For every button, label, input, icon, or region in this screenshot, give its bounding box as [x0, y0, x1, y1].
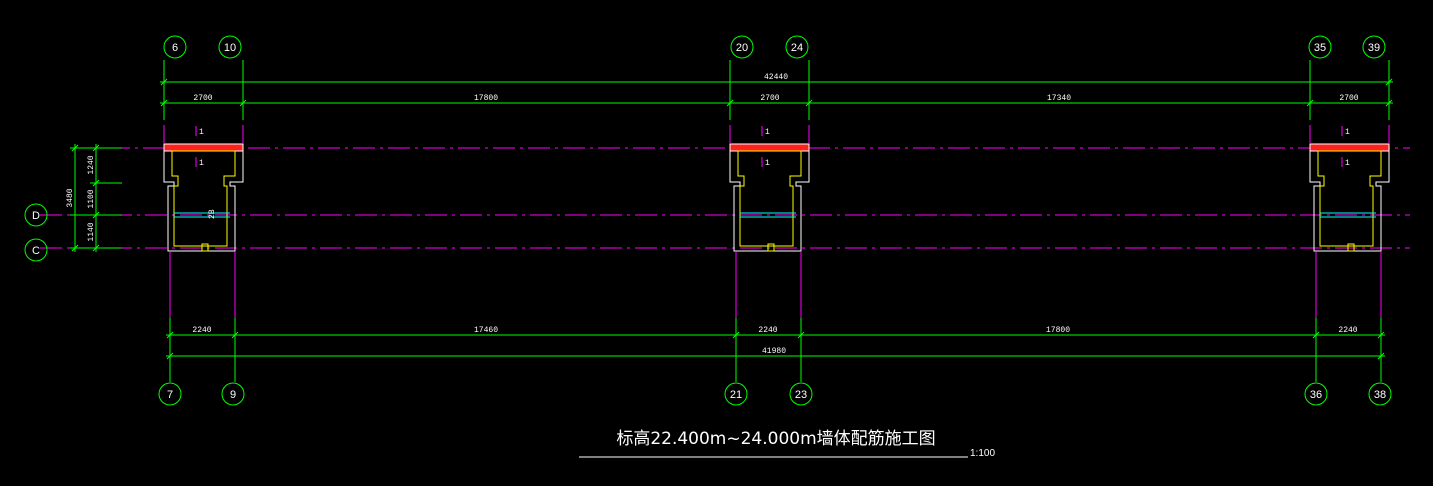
- axis-label: 7: [167, 389, 173, 401]
- left-dimension-texts: 3480 1240 1100 1140: [66, 155, 96, 241]
- section-mark: 1: [765, 128, 770, 137]
- dimension-text: 1140: [87, 222, 96, 241]
- dimension-text: 2700: [1339, 94, 1358, 103]
- axis-label: D: [32, 210, 40, 222]
- bottom-dimension-lines: [166, 318, 1385, 382]
- axis-label: 10: [224, 42, 236, 54]
- axis-lines: [40, 125, 1410, 318]
- wall-unit-middle: [729, 143, 810, 252]
- axis-label: 35: [1314, 42, 1326, 54]
- section-mark: 1: [199, 128, 204, 137]
- section-mark: 1: [765, 159, 770, 168]
- bottom-axis-bubbles: [158, 382, 1392, 406]
- axis-label: 24: [791, 42, 803, 54]
- axis-label: 39: [1368, 42, 1380, 54]
- section-mark: 1: [1345, 128, 1350, 137]
- dimension-text: 41980: [762, 347, 786, 356]
- dimension-text: 3480: [66, 188, 75, 207]
- bottom-dimension-texts: 2240 17460 2240 17800 2240 41980: [192, 326, 1357, 356]
- section-mark-lines: [195, 126, 1343, 167]
- axis-label: 21: [730, 389, 742, 401]
- row-axis-bubbles: [24, 203, 48, 262]
- wall-unit-left: [163, 143, 244, 252]
- dimension-text: 2700: [760, 94, 779, 103]
- dimension-text: 1100: [87, 189, 96, 208]
- drawing-scale: 1:100: [970, 448, 995, 459]
- axis-label: 23: [795, 389, 807, 401]
- left-dimension-lines: [70, 144, 122, 252]
- drawing-title: 标高22.400m~24.000m墙体配筋施工图: [616, 429, 935, 449]
- dimension-text: 17800: [474, 94, 498, 103]
- axis-label: 38: [1374, 389, 1386, 401]
- section-mark: 1: [1345, 159, 1350, 168]
- dimension-text: 17460: [474, 326, 498, 335]
- axis-label: 6: [172, 42, 178, 54]
- dimension-text: 17340: [1047, 94, 1071, 103]
- top-axis-labels: 6 10 20 24 35 39: [172, 42, 1380, 54]
- section-mark-labels: 1 1 1 1 1 1: [199, 128, 1350, 168]
- top-dimension-texts: 42440 2700 17800 2700 17340 2700: [193, 73, 1358, 103]
- section-mark: 1: [199, 159, 204, 168]
- dimension-text: 1240: [87, 155, 96, 174]
- row-axis-labels: D C: [32, 210, 40, 257]
- top-axis-bubbles: [163, 35, 1386, 59]
- dimension-text: 17800: [1046, 326, 1070, 335]
- axis-label: 20: [736, 42, 748, 54]
- dimension-text: 2700: [193, 94, 212, 103]
- dimension-text: 2240: [1338, 326, 1357, 335]
- dimension-text: 2240: [192, 326, 211, 335]
- wall-unit-right: [1309, 143, 1390, 252]
- axis-label: 9: [230, 389, 236, 401]
- top-dimension-lines: [160, 60, 1393, 120]
- bottom-axis-labels: 7 9 21 23 36 38: [167, 389, 1386, 401]
- axis-label: 36: [1310, 389, 1322, 401]
- axis-label: C: [32, 245, 40, 257]
- beam-label: 2B: [208, 209, 217, 219]
- dimension-text: 42440: [764, 73, 788, 82]
- dimension-text: 2240: [758, 326, 777, 335]
